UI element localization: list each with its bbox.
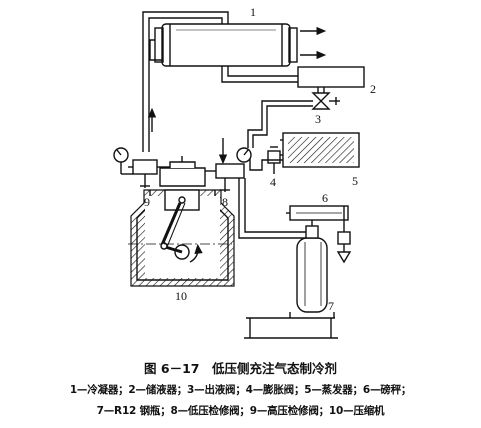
compressor bbox=[130, 156, 235, 287]
refrigeration-charging-diagram: 1 2 3 4 5 6 7 8 9 10 bbox=[113, 5, 376, 339]
label-condenser: 1 bbox=[250, 5, 256, 19]
label-receiver: 2 bbox=[370, 82, 376, 96]
outlet-valve bbox=[311, 92, 340, 110]
label-outlet-valve: 3 bbox=[315, 112, 321, 126]
scale bbox=[286, 205, 352, 264]
low-pressure-service-valve bbox=[200, 147, 252, 192]
label-low-service-valve: 8 bbox=[222, 195, 228, 209]
evaporator bbox=[282, 132, 360, 168]
condenser bbox=[154, 23, 298, 67]
figure-caption: 图 6－17 低压侧充注气态制冷剂 bbox=[144, 361, 337, 376]
label-scale: 6 bbox=[322, 191, 328, 205]
label-evaporator: 5 bbox=[352, 174, 358, 188]
r12-cylinder bbox=[296, 214, 328, 313]
label-expansion-valve: 4 bbox=[270, 175, 276, 189]
receiver bbox=[297, 66, 365, 88]
label-high-service-valve: 9 bbox=[144, 195, 150, 209]
label-compressor: 10 bbox=[175, 289, 187, 303]
high-pressure-service-valve bbox=[113, 147, 170, 188]
legend-line-1: 1—冷凝器；2—储液器；3—出液阀；4—膨胀阀；5—蒸发器；6—磅秤； bbox=[69, 384, 412, 396]
legend-line-2: 7—R12 钢瓶；8—低压检修阀；9—高压检修阀；10—压缩机 bbox=[96, 405, 385, 417]
label-cylinder: 7 bbox=[328, 299, 334, 313]
